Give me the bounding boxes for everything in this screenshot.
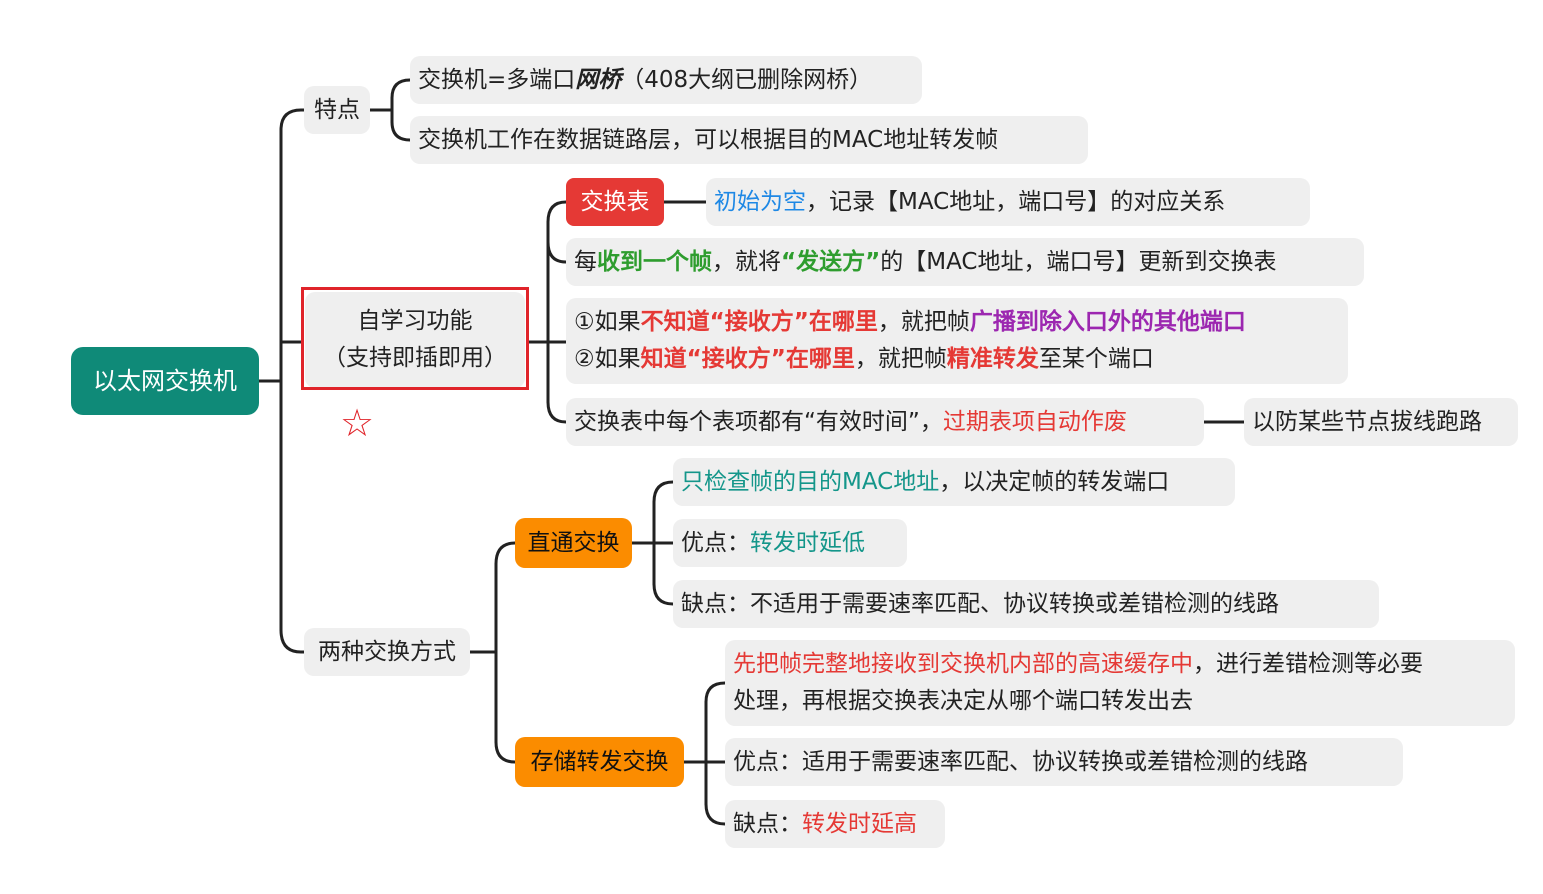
star-icon: ☆ [340,401,375,445]
store-forward-con-node: 缺点：转发时延高 [725,800,945,848]
store-forward-desc-node: 先把帧完整地接收到交换机内部的高速缓存中，进行差错检测等必要 处理，再根据交换表… [725,640,1515,726]
cut-through-tag: 直通交换 [515,518,632,568]
root-label: 以太网交换机 [93,366,237,395]
expire-node: 交换表中每个表项都有“有效时间”，过期表项自动作废 [566,398,1204,446]
receive-frame-node: 每收到一个帧，就将“发送方”的【MAC地址，端口号】更新到交换表 [566,238,1364,286]
features-node: 特点 [304,86,370,134]
store-forward-pro-node: 优点：适用于需要速率匹配、协议转换或差错检测的线路 [725,738,1403,786]
cut-through-con-node: 缺点：不适用于需要速率匹配、协议转换或差错检测的线路 [673,580,1379,628]
feature-bridge-node: 交换机=多端口网桥（408大纲已删除网桥） [410,56,922,104]
expire-reason-node: 以防某些节点拔线跑路 [1244,398,1518,446]
cut-through-desc-node: 只检查帧的目的MAC地址，以决定帧的转发端口 [673,458,1235,506]
highlight-box [301,287,529,390]
forwarding-rule-node: ①如果不知道“接收方”在哪里，就把帧广播到除入口外的其他端口 ②如果知道“接收方… [566,298,1348,384]
store-forward-tag: 存储转发交换 [515,737,684,787]
switch-table-tag: 交换表 [566,178,664,226]
root-node: 以太网交换机 [71,347,259,415]
switch-table-desc-node: 初始为空，记录【MAC地址，端口号】的对应关系 [706,178,1310,226]
self-learning-node: 自学习功能 （支持即插即用） [305,292,525,388]
switching-methods-node: 两种交换方式 [304,628,470,676]
cut-through-pro-node: 优点：转发时延低 [673,519,907,567]
feature-layer-node: 交换机工作在数据链路层，可以根据目的MAC地址转发帧 [410,116,1088,164]
features-label: 特点 [314,96,360,123]
